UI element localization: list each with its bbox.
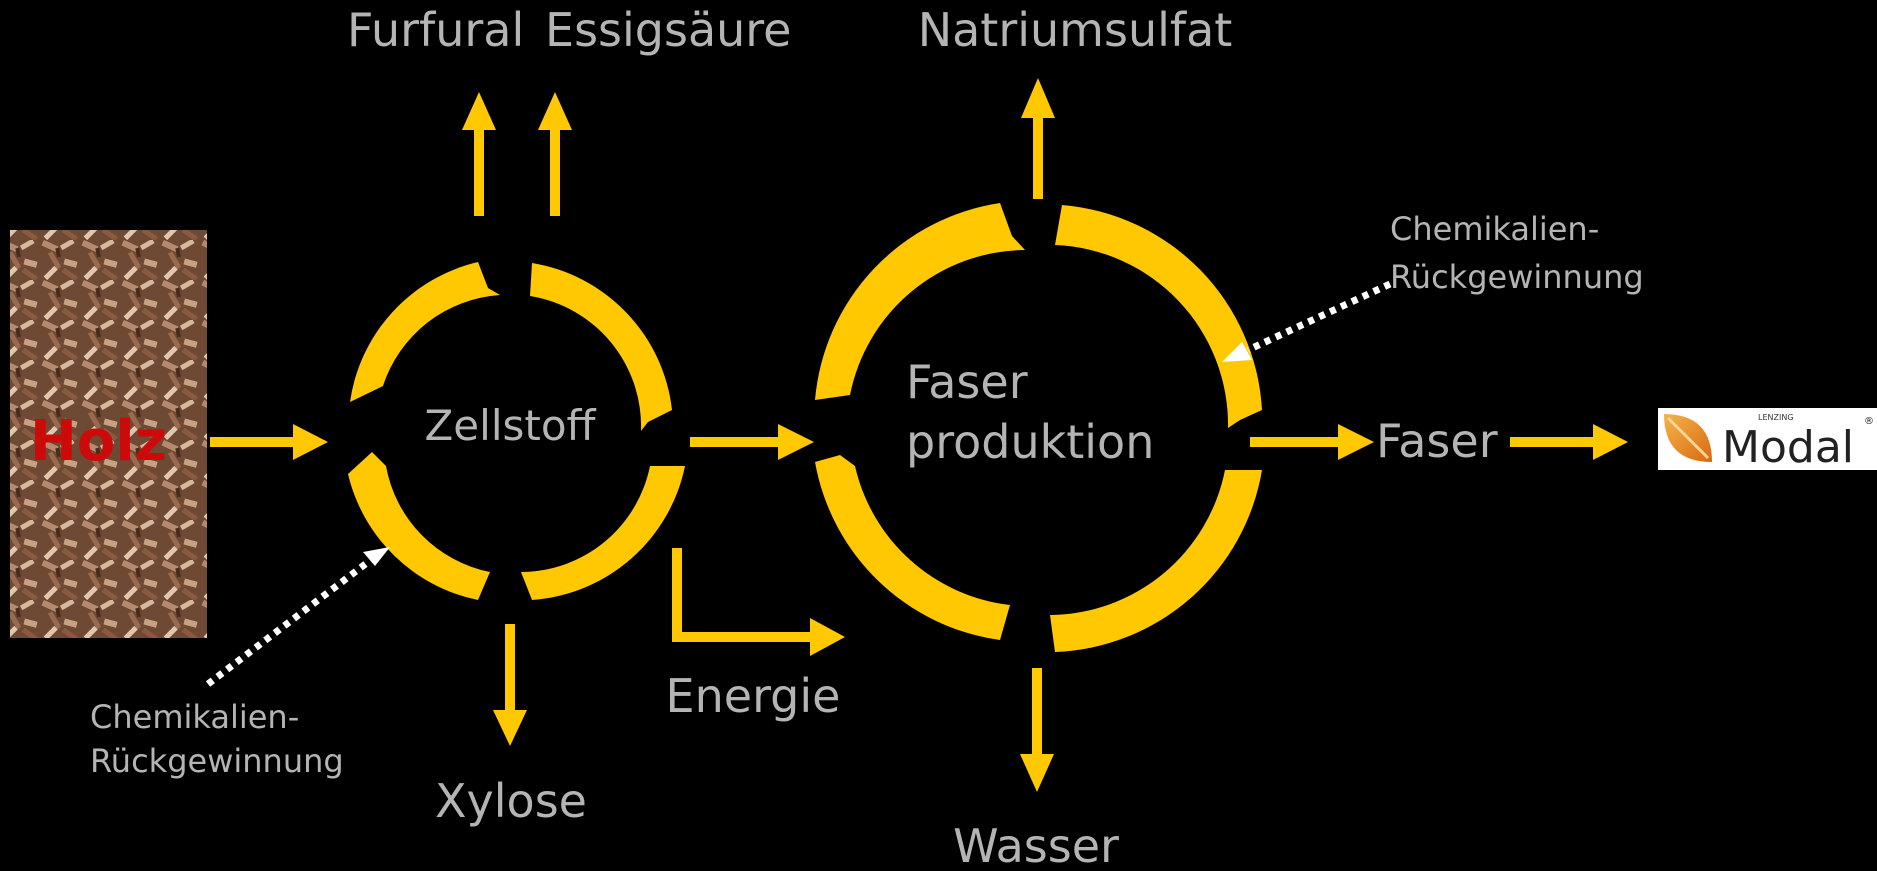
fiber-production-cycle: Faser produktion — [815, 203, 1262, 652]
pulp-arc-top-left — [350, 262, 500, 402]
pulp-cycle: Zellstoff — [348, 262, 685, 600]
recovery-arrowhead-left — [363, 547, 390, 566]
recovery-arrowhead-right — [1222, 342, 1252, 362]
recovery-right-line1: Chemikalien- — [1390, 210, 1599, 248]
arrow-furfural-up — [462, 92, 496, 216]
furfural-label: Furfural — [347, 3, 524, 57]
recovery-arrows — [205, 280, 1392, 687]
flow-arrows — [210, 78, 1628, 792]
modal-brand-small: LENZING — [1758, 413, 1794, 422]
pulp-arc-bottom-left — [348, 452, 490, 600]
pulp-label: Zellstoff — [425, 401, 597, 450]
fiber-label: Faser — [1376, 414, 1498, 468]
wood-chips-image — [10, 230, 207, 638]
modal-logo: LENZING Modal ® — [1658, 408, 1877, 473]
output-labels: Furfural Essigsäure Natriumsulfat Xylose… — [347, 3, 1498, 871]
arrow-sodium-sulfate-up — [1021, 78, 1055, 199]
arrow-acetic-up — [538, 92, 572, 216]
fiber-arc-bottom-left — [815, 455, 1010, 640]
recovery-right-line2: Rückgewinnung — [1390, 258, 1644, 296]
holz-label: Holz — [30, 409, 167, 474]
water-label: Wasser — [953, 819, 1119, 871]
fiber-arc-top-right — [1055, 205, 1262, 428]
arrow-wood-to-pulp — [210, 424, 328, 460]
wood-input: Holz — [10, 230, 207, 638]
sodium-sulfate-label: Natriumsulfat — [918, 3, 1233, 57]
fiber-arc-top-left — [815, 203, 1025, 400]
fiber-production-label-line1: Faser — [906, 355, 1028, 409]
xylose-label: Xylose — [435, 774, 587, 828]
recovery-left-line2: Rückgewinnung — [90, 742, 344, 780]
arrow-fiber-out — [1250, 424, 1374, 460]
modal-brand-name: Modal — [1722, 422, 1854, 473]
recovery-left-line1: Chemikalien- — [90, 698, 299, 736]
arrow-fiber-to-modal — [1510, 424, 1628, 460]
arrow-energy — [672, 548, 845, 656]
arrow-xylose-down — [493, 624, 527, 746]
arrow-pulp-to-fiber — [690, 424, 814, 460]
recovery-arrow-left — [205, 556, 375, 687]
pulp-arc-top-right — [530, 263, 672, 431]
energy-label: Energie — [666, 669, 841, 723]
arrow-water-down — [1020, 668, 1054, 792]
leaf-icon — [1664, 414, 1712, 462]
fiber-arc-bottom-right — [1050, 470, 1262, 652]
pulp-arc-bottom-right — [521, 466, 685, 600]
recovery-labels: Chemikalien- Rückgewinnung Chemikalien- … — [90, 210, 1644, 780]
acetic-acid-label: Essigsäure — [545, 3, 792, 57]
fiber-production-label-line2: produktion — [906, 415, 1154, 469]
recovery-arrow-right — [1246, 280, 1392, 354]
modal-registered-mark: ® — [1864, 416, 1874, 427]
